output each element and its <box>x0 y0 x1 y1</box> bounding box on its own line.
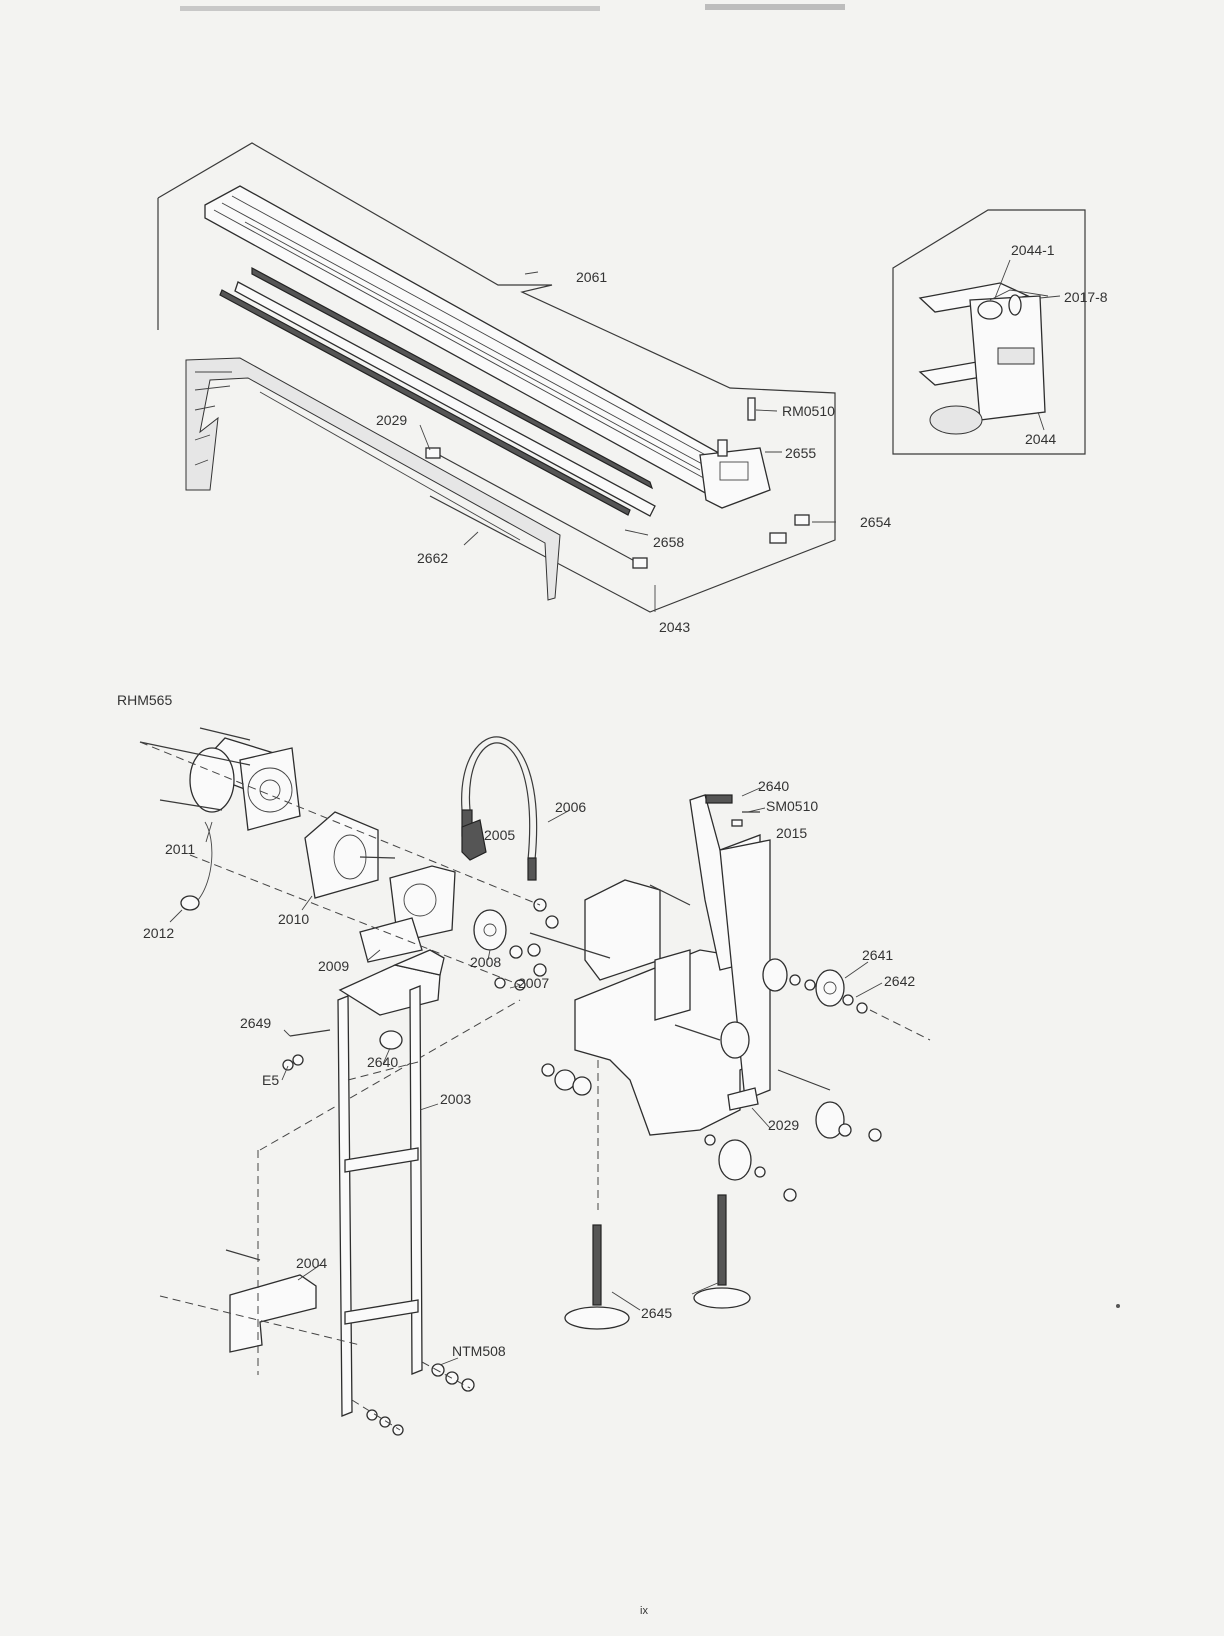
bottom-labels: RHM565 2640 SM0510 2006 2015 2005 2011 2… <box>117 692 915 1359</box>
label-2029-top: 2029 <box>376 412 407 428</box>
label-2029-bottom: 2029 <box>768 1117 799 1133</box>
label-2043: 2043 <box>659 619 690 635</box>
label-2654: 2654 <box>860 514 891 530</box>
carriage-frame <box>530 795 930 1329</box>
label-ntm508: NTM508 <box>452 1343 506 1359</box>
label-2658: 2658 <box>653 534 684 550</box>
scan-speck <box>1116 1304 1120 1308</box>
label-2640-lower: 2640 <box>367 1054 398 1070</box>
upright-frame-2003 <box>160 950 474 1435</box>
label-2044: 2044 <box>1025 431 1056 447</box>
label-e5: E5 <box>262 1072 279 1088</box>
label-rm0510: RM0510 <box>782 403 835 419</box>
label-2008: 2008 <box>470 954 501 970</box>
label-sm0510: SM0510 <box>766 798 818 814</box>
label-2061: 2061 <box>576 269 607 285</box>
label-2662: 2662 <box>417 550 448 566</box>
label-2655: 2655 <box>785 445 816 461</box>
label-2003: 2003 <box>440 1091 471 1107</box>
label-2004: 2004 <box>296 1255 327 1271</box>
label-2641: 2641 <box>862 947 893 963</box>
label-2640-top: 2640 <box>758 778 789 794</box>
label-2006: 2006 <box>555 799 586 815</box>
label-2642: 2642 <box>884 973 915 989</box>
label-2649: 2649 <box>240 1015 271 1031</box>
page-number: ix <box>640 1605 648 1617</box>
label-2012: 2012 <box>143 925 174 941</box>
label-2009: 2009 <box>318 958 349 974</box>
label-2010: 2010 <box>278 911 309 927</box>
header-scan-marks <box>180 4 845 11</box>
label-2015: 2015 <box>776 825 807 841</box>
label-2011: 2011 <box>165 841 195 857</box>
inset-detail: 2044-1 2017-8 2044 <box>893 210 1108 454</box>
top-rail-assembly <box>158 143 836 612</box>
label-rhm565: RHM565 <box>117 692 172 708</box>
label-2017-8: 2017-8 <box>1064 289 1108 305</box>
label-2007: 2007 <box>518 975 549 991</box>
label-2645: 2645 <box>641 1305 672 1321</box>
label-2005: 2005 <box>484 827 515 843</box>
label-2044-1: 2044-1 <box>1011 242 1055 258</box>
